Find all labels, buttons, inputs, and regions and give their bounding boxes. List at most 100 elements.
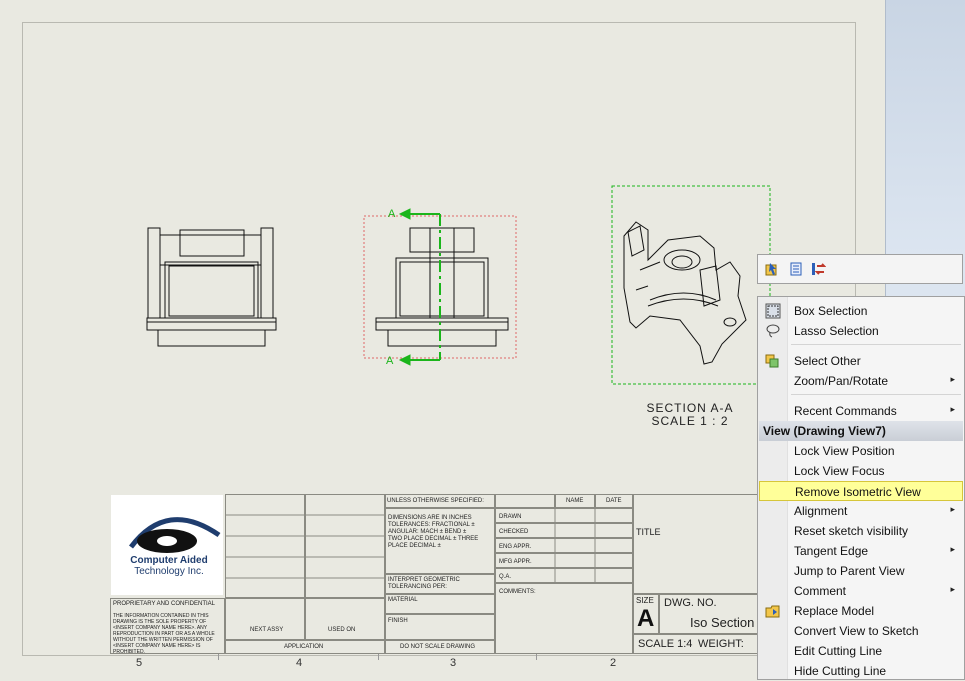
menu-edit-cutting-line[interactable]: Edit Cutting Line (759, 641, 963, 661)
approvals-grid-lines (554, 494, 596, 583)
menu-separator (791, 344, 961, 345)
lasso-icon (765, 323, 781, 339)
mfg-appr-row: MFG APPR. (495, 553, 633, 568)
zone-axis: 5 4 3 2 (22, 654, 854, 680)
scale-cell: SCALE 1:4 WEIGHT: (633, 634, 854, 654)
zone-tick (378, 654, 379, 660)
menu-label: Alignment (794, 504, 848, 518)
mfg-appr: MFG APPR. (499, 559, 532, 565)
menu-separator (791, 394, 961, 395)
context-toolbar (757, 254, 963, 284)
menu-recent-commands[interactable]: Recent Commands ▸ (759, 401, 963, 421)
submenu-arrow-icon: ▸ (950, 544, 955, 554)
menu-label: Select Other (794, 354, 861, 368)
material: MATERIAL (388, 597, 418, 603)
rev-grid-a (225, 494, 305, 598)
unless-cell: UNLESS OTHERWISE SPECIFIED: (385, 494, 495, 508)
interpret-text: INTERPRET GEOMETRIC TOLERANCING PER: (388, 577, 460, 590)
title-label: TITLE (636, 527, 661, 537)
zone-5: 5 (136, 657, 143, 669)
material-cell: MATERIAL (385, 594, 495, 614)
drawn: DRAWN (499, 514, 522, 520)
swap-icon[interactable] (810, 261, 826, 277)
zone-4: 4 (296, 657, 303, 669)
menu-label: Zoom/Pan/Rotate (794, 374, 889, 388)
finish: FINISH (388, 618, 408, 624)
comments-cell: COMMENTS: (495, 583, 633, 654)
menu-label: Comment (794, 584, 847, 598)
qa: Q.A. (499, 574, 512, 580)
eng-appr: ENG APPR. (499, 544, 532, 550)
dims-text: DIMENSIONS ARE IN INCHES TOLERANCES: FRA… (388, 515, 479, 549)
menu-label: Reset sketch visibility (794, 524, 909, 538)
menu-tangent-edge[interactable]: Tangent Edge ▸ (759, 541, 963, 561)
drawing-sheet[interactable]: A A SECTION A-A SCALE 1 : 2 Computer Aid… (0, 0, 885, 680)
menu-hide-cutting-line[interactable]: Hide Cutting Line (759, 661, 963, 681)
menu-lock-view-position[interactable]: Lock View Position (759, 441, 963, 461)
component-list-icon[interactable] (788, 261, 804, 277)
menu-jump-to-parent-view[interactable]: Jump to Parent View (759, 561, 963, 581)
date-header: DATE (606, 498, 622, 504)
proprietary-text: THE INFORMATION CONTAINED IN THIS DRAWIN… (113, 613, 215, 655)
replace-model-icon (765, 603, 781, 619)
unless-text: UNLESS OTHERWISE SPECIFIED: (387, 498, 484, 504)
menu-lock-view-focus[interactable]: Lock View Focus (759, 461, 963, 481)
dwg-no-cell: DWG. NO. Iso Section (659, 594, 854, 634)
submenu-arrow-icon: ▸ (950, 404, 955, 414)
zone-2: 2 (610, 657, 617, 669)
rev-grid-lines (225, 514, 385, 579)
menu-label: Lock View Position (794, 444, 895, 458)
title-block: Computer Aided Technology Inc. PROPRIETA… (110, 494, 854, 655)
interpret-cell: INTERPRET GEOMETRIC TOLERANCING PER: (385, 574, 495, 594)
drawing-views-canvas: A A (146, 185, 771, 385)
smart-select-icon[interactable] (764, 261, 780, 277)
section-cut-line (398, 208, 441, 366)
menu-label: Tangent Edge (794, 544, 869, 558)
menu-remove-isometric-view[interactable]: Remove Isometric View (759, 481, 963, 501)
drawn-row: DRAWN (495, 508, 633, 523)
menu-select-other[interactable]: Select Other (759, 351, 963, 371)
submenu-arrow-icon: ▸ (950, 374, 955, 384)
menu-replace-model[interactable]: Replace Model (759, 601, 963, 621)
eng-appr-row: ENG APPR. (495, 538, 633, 553)
rev-grid-b (305, 494, 385, 598)
menu-label: Jump to Parent View (794, 564, 905, 578)
name-header: NAME (566, 498, 584, 504)
zone-tick (218, 654, 219, 660)
menu-label: Lock View Focus (794, 464, 885, 478)
application: APPLICATION (284, 644, 324, 650)
do-not-scale: DO NOT SCALE DRAWING (400, 644, 476, 650)
size-cell: SIZE A (633, 594, 659, 634)
checked-row: CHECKED (495, 523, 633, 538)
section-label: SECTION A-A (646, 401, 734, 415)
proprietary-cell: PROPRIETARY AND CONFIDENTIAL THE INFORMA… (110, 598, 225, 655)
menu-comment[interactable]: Comment ▸ (759, 581, 963, 601)
finish-cell: FINISH (385, 614, 495, 640)
next-assy-cell: NEXT ASSY (225, 598, 305, 640)
size-label: SIZE (636, 596, 654, 605)
do-not-scale-cell: DO NOT SCALE DRAWING (385, 640, 495, 654)
menu-convert-view-to-sketch[interactable]: Convert View to Sketch (759, 621, 963, 641)
submenu-arrow-icon: ▸ (950, 504, 955, 514)
size-value: A (637, 605, 655, 632)
scale: SCALE 1:4 (638, 638, 693, 650)
menu-reset-sketch-visibility[interactable]: Reset sketch visibility (759, 521, 963, 541)
dwg-no-label: DWG. NO. (664, 597, 717, 609)
used-on-cell: USED ON (305, 598, 385, 640)
section-scale: SCALE 1 : 2 (651, 414, 729, 428)
application-cell: APPLICATION (225, 640, 385, 654)
proprietary-title: PROPRIETARY AND CONFIDENTIAL (113, 601, 216, 607)
next-assy: NEXT ASSY (250, 627, 284, 633)
menu-lasso-selection[interactable]: Lasso Selection (759, 321, 963, 341)
menu-label: Edit Cutting Line (794, 644, 883, 658)
context-menu: Box Selection Lasso Selection Select Oth… (757, 296, 965, 680)
front-view (146, 227, 277, 347)
company-logo: Computer Aided Technology Inc. (111, 495, 223, 595)
dwg-no-value: Iso Section (690, 615, 755, 630)
menu-label: Replace Model (794, 604, 875, 618)
menu-alignment[interactable]: Alignment ▸ (759, 501, 963, 521)
dims-cell: DIMENSIONS ARE IN INCHES TOLERANCES: FRA… (385, 508, 495, 574)
menu-box-selection[interactable]: Box Selection (759, 301, 963, 321)
menu-zoom-pan-rotate[interactable]: Zoom/Pan/Rotate ▸ (759, 371, 963, 391)
menu-label: Box Selection (794, 304, 868, 318)
